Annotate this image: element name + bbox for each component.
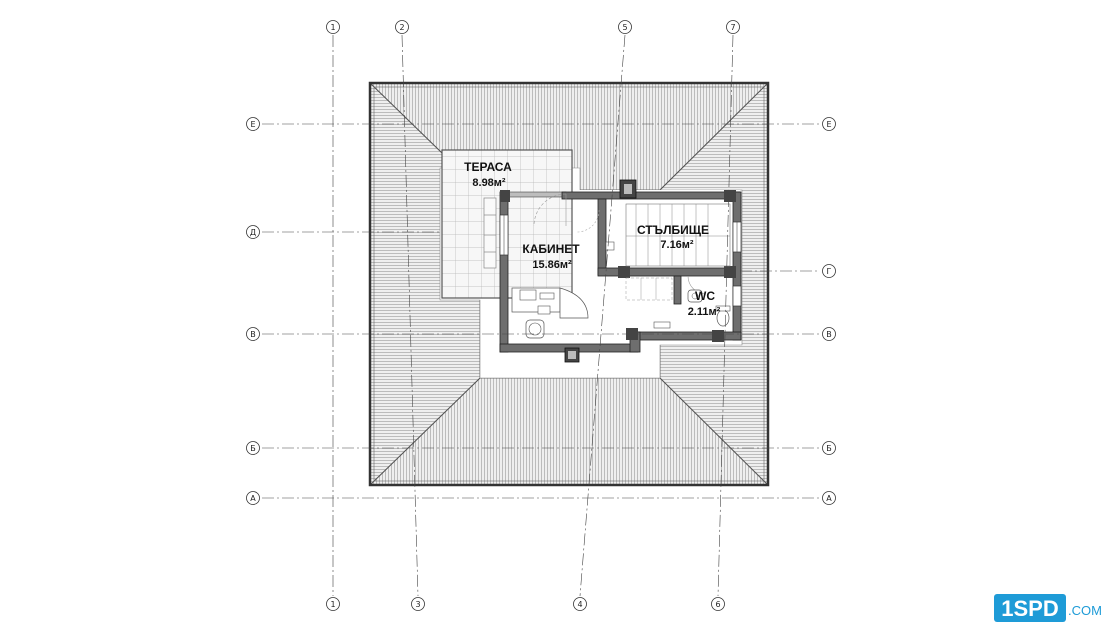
axis-label: 7 — [730, 23, 735, 32]
axis-label: 1 — [330, 600, 335, 609]
axis-label: Б — [826, 444, 832, 453]
logo-text: 1SPD — [1001, 596, 1058, 621]
axis-markers-left: Е Д В Б А — [246, 117, 260, 505]
axis-label: В — [826, 330, 832, 339]
furniture — [511, 241, 731, 339]
desk-curved — [559, 287, 589, 319]
axis-label: А — [250, 494, 256, 503]
logo-suffix: .COM — [1068, 603, 1102, 618]
room-name-office: КАБИНЕТ — [522, 242, 580, 256]
room-name-wc: WC — [695, 289, 715, 303]
axis-markers-right: Е Г В Б А — [822, 117, 836, 505]
axis-label: 1 — [330, 23, 335, 32]
axis-label: Б — [250, 444, 256, 453]
axis-label: Г — [827, 267, 832, 276]
axis-label: Д — [250, 228, 256, 237]
axis-label: 5 — [622, 23, 627, 32]
site-logo: 1SPD .COM — [990, 592, 1110, 624]
walls — [499, 179, 742, 363]
axis-label: 2 — [399, 23, 404, 32]
axis-label: Е — [250, 120, 255, 129]
axis-label: 6 — [715, 600, 720, 609]
axis-grid — [262, 34, 820, 597]
roof-outline — [368, 81, 770, 487]
axis-label: Е — [826, 120, 831, 129]
logo-badge — [994, 594, 1066, 622]
room-area-wc: 2.11м² — [688, 306, 721, 318]
room-labels: ТЕРАСА 8.98м² КАБИНЕТ 15.86м² СТЪЛБИЩЕ 7… — [464, 160, 720, 318]
stairs — [625, 203, 731, 301]
room-area-stairwell: 7.16м² — [660, 239, 694, 251]
axis-label: В — [250, 330, 256, 339]
axis-label: 4 — [577, 600, 582, 609]
room-name-terrace: ТЕРАСА — [464, 160, 512, 174]
axis-label: А — [826, 494, 832, 503]
axis-markers-top: 1 2 5 7 — [326, 20, 740, 34]
washbasin — [687, 289, 703, 303]
room-area-office: 15.86м² — [532, 259, 572, 271]
room-area-terrace: 8.98м² — [472, 177, 506, 189]
room-name-stairwell: СТЪЛБИЩЕ — [637, 223, 709, 237]
axis-label: 3 — [415, 600, 420, 609]
axis-markers-bottom: 1 3 4 6 — [326, 597, 725, 611]
office-wall-north — [507, 191, 567, 198]
